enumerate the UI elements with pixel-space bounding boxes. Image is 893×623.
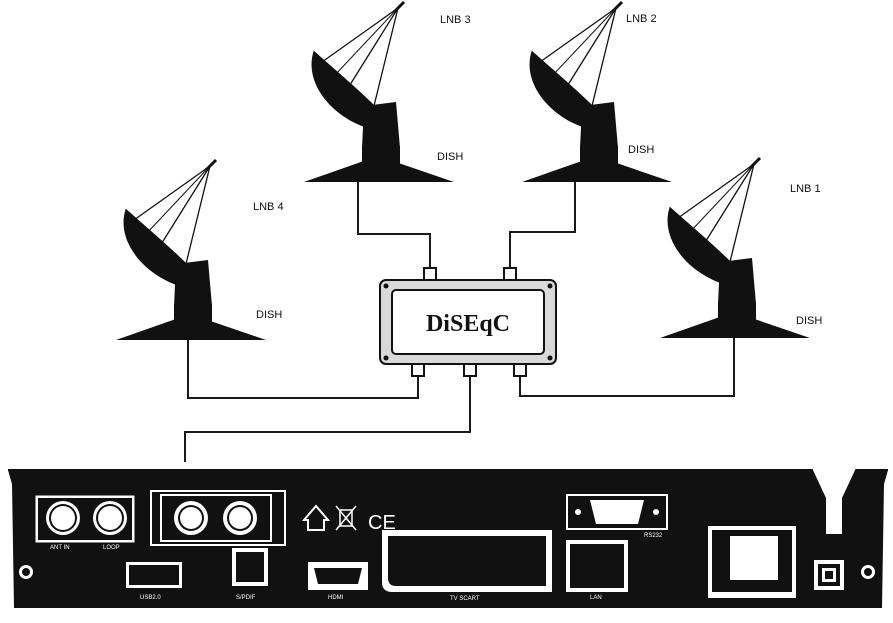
usb-label: USB2.0 (140, 595, 161, 601)
hdmi-label: HDMI (328, 595, 344, 601)
diseqc-switch: DiSEqC (379, 267, 557, 377)
dish-lnb1 (658, 156, 812, 340)
dish3-label: DISH (437, 151, 463, 163)
dish-lnb3 (302, 0, 456, 184)
ce-mark: CE (368, 512, 396, 534)
scart-label: TV SCART (450, 596, 480, 602)
dish-lnb4 (114, 158, 268, 342)
dish4-label: DISH (256, 309, 282, 321)
dish2-label: DISH (628, 144, 654, 156)
lnb3-label: LNB 3 (440, 14, 471, 26)
cable-lnb2 (509, 180, 576, 270)
lnb4-label: LNB 4 (253, 201, 284, 213)
loop-label: LOOP (103, 545, 120, 551)
rs232-label: RS232 (644, 533, 663, 539)
cable-lnb3 (357, 180, 431, 270)
on-label: ON (726, 593, 735, 599)
dish1-label: DISH (796, 315, 822, 327)
cable-lnb1 (519, 334, 735, 397)
loop-out-label: LOOP OUT (154, 494, 160, 525)
weee-bin-icon (335, 505, 357, 531)
cable-lnb4 (187, 336, 419, 399)
home-icon (301, 504, 331, 531)
ant-in-label: ANT IN (50, 545, 70, 551)
power-switch (730, 536, 778, 580)
diseqc-label: DiSEqC (426, 311, 510, 337)
off-label: OFF (768, 593, 780, 599)
lnb2-label: LNB 2 (626, 13, 657, 25)
spdif-label: S/PDIF (236, 595, 256, 601)
receiver-panel: ANT IN LOOP LOOP OUT CE RS232 USB2. (8, 462, 888, 620)
lnb1-label: LNB 1 (790, 183, 821, 195)
lan-label: LAN (590, 595, 602, 601)
